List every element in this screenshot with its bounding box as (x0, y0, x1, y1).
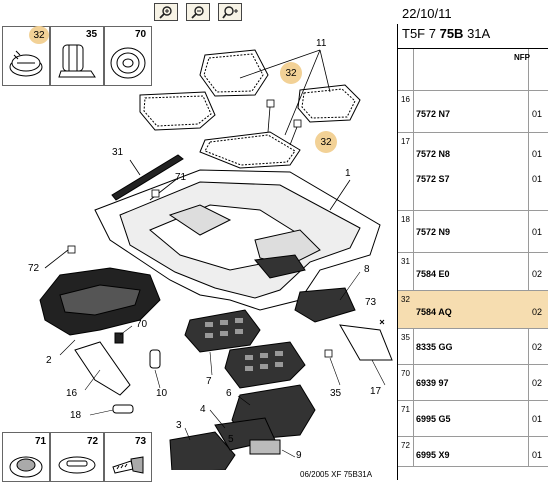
part-number-alt[interactable]: 7572 S7 (416, 174, 450, 184)
catalog-code: T5F 7 75B 31A (402, 26, 490, 41)
zoom-fit-button[interactable] (218, 3, 242, 21)
thumbnail-label-71: 71 (35, 436, 47, 447)
callout-10[interactable]: 10 (156, 388, 168, 399)
oval-plug-drawing (58, 456, 96, 474)
row-ref: 32 (401, 295, 410, 304)
row-ref: 18 (401, 215, 410, 224)
thumbnail-part-71[interactable]: 71 (2, 432, 50, 482)
thumbnail-label-32: 32 (29, 26, 49, 44)
nfp-value: 01 (532, 414, 543, 424)
plug-cap-drawing (9, 50, 43, 77)
thumbnail-label-35: 35 (86, 29, 98, 40)
part-number[interactable]: 7572 N7 (416, 109, 451, 119)
callout-1[interactable]: 1 (345, 168, 351, 179)
thumbnail-part-32[interactable]: 32 (2, 26, 50, 86)
part-number[interactable]: 6939 97 (416, 378, 449, 388)
row-ref: 70 (401, 369, 410, 378)
thumbnail-label-70: 70 (135, 29, 147, 40)
diagram-reference: 06/2005 XF 75B31A (300, 470, 373, 479)
table-row[interactable]: 35 8335 GG 02 (398, 329, 548, 365)
row-ref: 72 (401, 441, 410, 450)
floor-carpet-exploded-drawing (39, 49, 393, 470)
parts-table: NFP 16 7572 N7 01 17 7572 N8 01 7572 S7 … (398, 48, 548, 467)
thumbnail-part-73[interactable]: 73 (104, 432, 152, 482)
callout-6[interactable]: 6 (226, 388, 232, 399)
table-row[interactable]: 72 6995 X9 01 (398, 437, 548, 467)
part-number[interactable]: 6995 X9 (416, 450, 450, 460)
callout-71[interactable]: 71 (175, 172, 187, 183)
exploded-diagram-panel[interactable]: 32 35 70 (0, 0, 398, 482)
callout-4[interactable]: 4 (200, 404, 206, 415)
callout-18[interactable]: 18 (70, 410, 82, 421)
row-ref: 71 (401, 405, 410, 414)
callout-70[interactable]: 70 (136, 319, 148, 330)
nfp-value: 01 (532, 109, 543, 119)
callout-2[interactable]: 2 (46, 355, 52, 366)
nfp-value: 01 (532, 149, 543, 159)
callout-9[interactable]: 9 (296, 450, 302, 461)
callout-72[interactable]: 72 (28, 263, 40, 274)
callout-5[interactable]: 5 (228, 434, 234, 445)
part-number[interactable]: 7584 E0 (416, 269, 450, 279)
zoom-in-icon (159, 6, 172, 19)
nfp-column-header: NFP (514, 53, 530, 62)
nfp-value: 02 (532, 269, 543, 279)
table-row[interactable]: 18 7572 N9 01 (398, 211, 548, 253)
table-row[interactable]: 17 7572 N8 01 7572 S7 01 (398, 133, 548, 211)
table-row-selected[interactable]: 32 7584 AQ 02 (398, 291, 548, 329)
zoom-toolbar (0, 0, 398, 24)
zoom-in-button[interactable] (154, 3, 178, 21)
thumbnail-part-70[interactable]: 70 (104, 26, 152, 86)
catalog-code-bold: 75B (439, 26, 464, 41)
clip-drawing (58, 44, 96, 78)
zoom-out-icon (191, 6, 204, 19)
catalog-code-prefix: T5F 7 (402, 26, 436, 41)
nfp-value-alt: 01 (532, 174, 543, 184)
thumbnail-label-72: 72 (87, 436, 99, 447)
callout-11[interactable]: 11 (316, 38, 327, 49)
part-number[interactable]: 8335 GG (416, 342, 453, 352)
thumbnail-part-35[interactable]: 35 (50, 26, 104, 86)
parts-list-panel: 22/10/11 T5F 7 75B 31A NFP 16 7572 N7 01… (398, 0, 548, 480)
part-number[interactable]: 7584 AQ (416, 307, 452, 317)
row-ref: 16 (401, 95, 410, 104)
table-header: NFP (398, 49, 548, 91)
callout-32-highlight[interactable]: 32 (280, 62, 302, 84)
row-ref: 17 (401, 137, 410, 146)
part-number[interactable]: 6995 G5 (416, 414, 451, 424)
table-row[interactable]: 31 7584 E0 02 (398, 253, 548, 291)
row-ref: 31 (401, 257, 410, 266)
callout-31[interactable]: 31 (112, 147, 124, 158)
nfp-value: 02 (532, 342, 543, 352)
callout-16[interactable]: 16 (66, 388, 78, 399)
table-row[interactable]: 71 6995 G5 01 (398, 401, 548, 437)
zoom-fit-icon (222, 6, 238, 19)
callout-32-highlight-2[interactable]: 32 (315, 131, 337, 153)
round-plug-drawing (9, 456, 43, 478)
nfp-value: 02 (532, 307, 543, 317)
table-row[interactable]: 16 7572 N7 01 (398, 91, 548, 133)
zoom-out-button[interactable] (186, 3, 210, 21)
screw-drawing (112, 456, 144, 474)
row-ref: 35 (401, 333, 410, 342)
callout-73[interactable]: 73 (365, 297, 377, 308)
nfp-value: 02 (532, 378, 543, 388)
part-number[interactable]: 7572 N9 (416, 227, 451, 237)
nfp-value: 01 (532, 227, 543, 237)
callout-7[interactable]: 7 (206, 376, 212, 387)
nfp-value: 01 (532, 450, 543, 460)
part-number[interactable]: 7572 N8 (416, 149, 451, 159)
table-row[interactable]: 70 6939 97 02 (398, 365, 548, 401)
thumbnail-label-73: 73 (135, 436, 147, 447)
callout-3[interactable]: 3 (176, 420, 182, 431)
catalog-date: 22/10/11 (402, 6, 452, 21)
callout-8[interactable]: 8 (364, 264, 370, 275)
catalog-code-suffix: 31A (467, 26, 491, 41)
grommet-drawing (110, 47, 146, 79)
callout-17[interactable]: 17 (370, 386, 382, 397)
thumbnail-part-72[interactable]: 72 (50, 432, 104, 482)
callout-35[interactable]: 35 (330, 388, 342, 399)
